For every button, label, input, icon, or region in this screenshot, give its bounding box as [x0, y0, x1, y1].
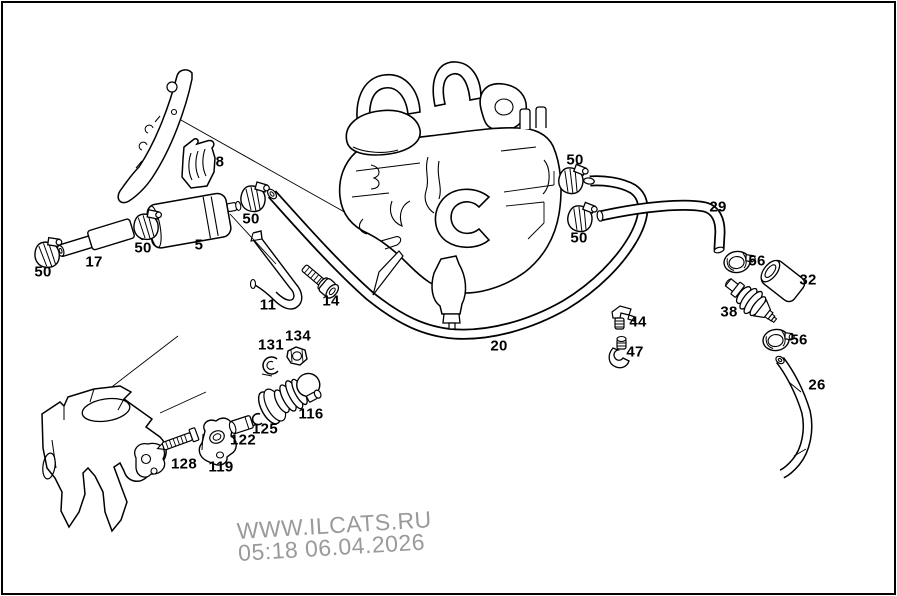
part-label-125: 125 — [252, 420, 278, 438]
part-label-14: 14 — [322, 292, 340, 310]
sleeve-32-drawing — [760, 259, 806, 303]
part-label-128: 128 — [171, 455, 197, 473]
part-label-50-c: 50 — [242, 210, 260, 228]
part-label-50-d: 50 — [566, 151, 584, 169]
hose-20-drawing — [266, 175, 649, 340]
part-label-44: 44 — [629, 313, 647, 331]
bracket-8-drawing — [181, 138, 216, 189]
ring-131-drawing — [261, 356, 279, 377]
bolt-14-drawing — [301, 264, 340, 299]
part-label-32: 32 — [799, 271, 817, 289]
clamp-50-drawing — [240, 181, 270, 213]
clip-44-drawing — [611, 305, 636, 330]
engine-block-drawing — [41, 385, 167, 533]
engine-assembly-drawing — [338, 61, 562, 330]
clamp-50-drawing — [566, 200, 599, 234]
part-label-11: 11 — [259, 296, 277, 314]
part-label-56-a: 56 — [748, 252, 766, 270]
nut-134-drawing — [286, 346, 308, 366]
part-label-50-e: 50 — [570, 229, 588, 247]
watermark-text: WWW.ILCATS.RU 05:18 06.04.2026 — [236, 506, 432, 566]
part-label-29: 29 — [709, 198, 727, 216]
part-label-26: 26 — [808, 376, 826, 394]
part-label-47: 47 — [626, 343, 644, 361]
damper-116-drawing — [257, 372, 322, 425]
check-valve-38-drawing — [724, 277, 778, 324]
part-label-50-a: 50 — [34, 263, 52, 281]
part-label-8: 8 — [215, 153, 225, 171]
flange-119-drawing — [198, 417, 237, 466]
part-label-5: 5 — [194, 236, 204, 254]
clip-125-drawing — [251, 412, 263, 426]
part-label-38: 38 — [720, 303, 738, 321]
bracket-11-drawing — [249, 230, 303, 310]
part-label-116: 116 — [298, 405, 324, 423]
hose-26-drawing — [775, 355, 813, 479]
stud-128-drawing — [156, 427, 200, 451]
part-label-119: 119 — [208, 458, 234, 476]
part-label-50-b: 50 — [134, 239, 152, 257]
clip-47-drawing — [608, 335, 630, 369]
part-label-131: 131 — [258, 336, 284, 354]
part-label-56-b: 56 — [790, 331, 808, 349]
part-label-20: 20 — [490, 337, 508, 355]
retaining-strap-drawing — [117, 69, 193, 204]
part-label-122: 122 — [230, 431, 256, 449]
part-label-134: 134 — [285, 327, 311, 345]
bushing-122-drawing — [228, 415, 254, 435]
hose-29-drawing — [596, 199, 726, 254]
part-label-17: 17 — [85, 253, 103, 271]
